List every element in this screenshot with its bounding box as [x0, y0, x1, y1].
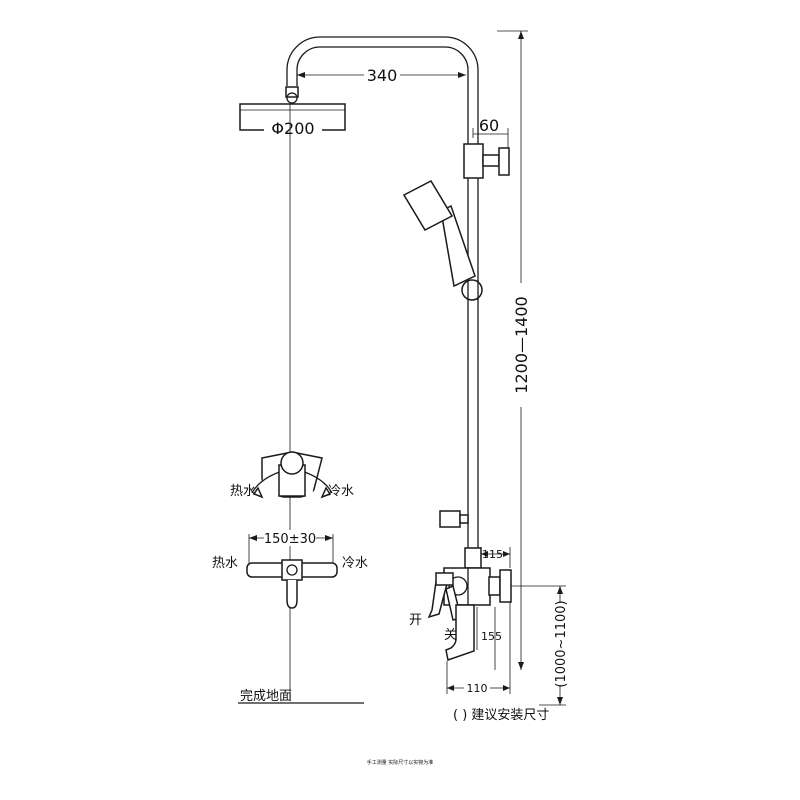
diverter	[439, 510, 469, 528]
dimension-riser-height: 1200—1400	[497, 30, 531, 670]
install-note: ( ) 建议安装尺寸	[453, 708, 549, 723]
spout-drop-label: 155	[481, 630, 502, 643]
riser-height-label: 1200—1400	[512, 296, 531, 393]
dimension-valve-width: 115	[480, 547, 511, 568]
wall-bracket	[463, 143, 510, 179]
floor-label: 完成地面	[240, 689, 292, 704]
dimension-install-height: (1000~1100)	[511, 585, 569, 706]
head-diameter-label: Φ200	[271, 119, 314, 138]
top-mixer-front-view: 热水 冷水	[230, 451, 354, 499]
top-hot-label: 热水	[230, 484, 256, 499]
spacing-label: 150±30	[264, 532, 316, 547]
footer-note: 手工测量 实际尺寸以实物为准	[367, 759, 434, 766]
valve-body-side-view: 开 关	[409, 547, 512, 661]
close-label: 关	[444, 628, 457, 643]
hand-shower	[402, 180, 483, 301]
bottom-mixer-front-view: 150±30 热水 冷水	[212, 530, 368, 609]
shower-arm	[286, 36, 479, 124]
mid-hot-label: 热水	[212, 556, 238, 571]
overhead-shower-head: Φ200	[239, 86, 346, 138]
dimension-bracket-offset: 60	[472, 116, 509, 152]
top-cold-label: 冷水	[328, 484, 354, 499]
dimension-spout-drop: 155	[476, 607, 502, 670]
spout-length-label: 110	[467, 682, 488, 695]
valve-width-label: 115	[482, 548, 503, 561]
install-height-label: (1000~1100)	[554, 600, 569, 687]
mid-cold-label: 冷水	[342, 556, 368, 571]
riser-pipe	[467, 124, 479, 548]
dimension-arm-length: 340	[297, 66, 466, 85]
finished-floor: 完成地面	[238, 689, 364, 704]
bracket-offset-label: 60	[479, 116, 499, 135]
open-label: 开	[409, 613, 422, 628]
arm-length-label: 340	[367, 66, 398, 85]
dimension-spout-length: 110	[446, 602, 511, 695]
